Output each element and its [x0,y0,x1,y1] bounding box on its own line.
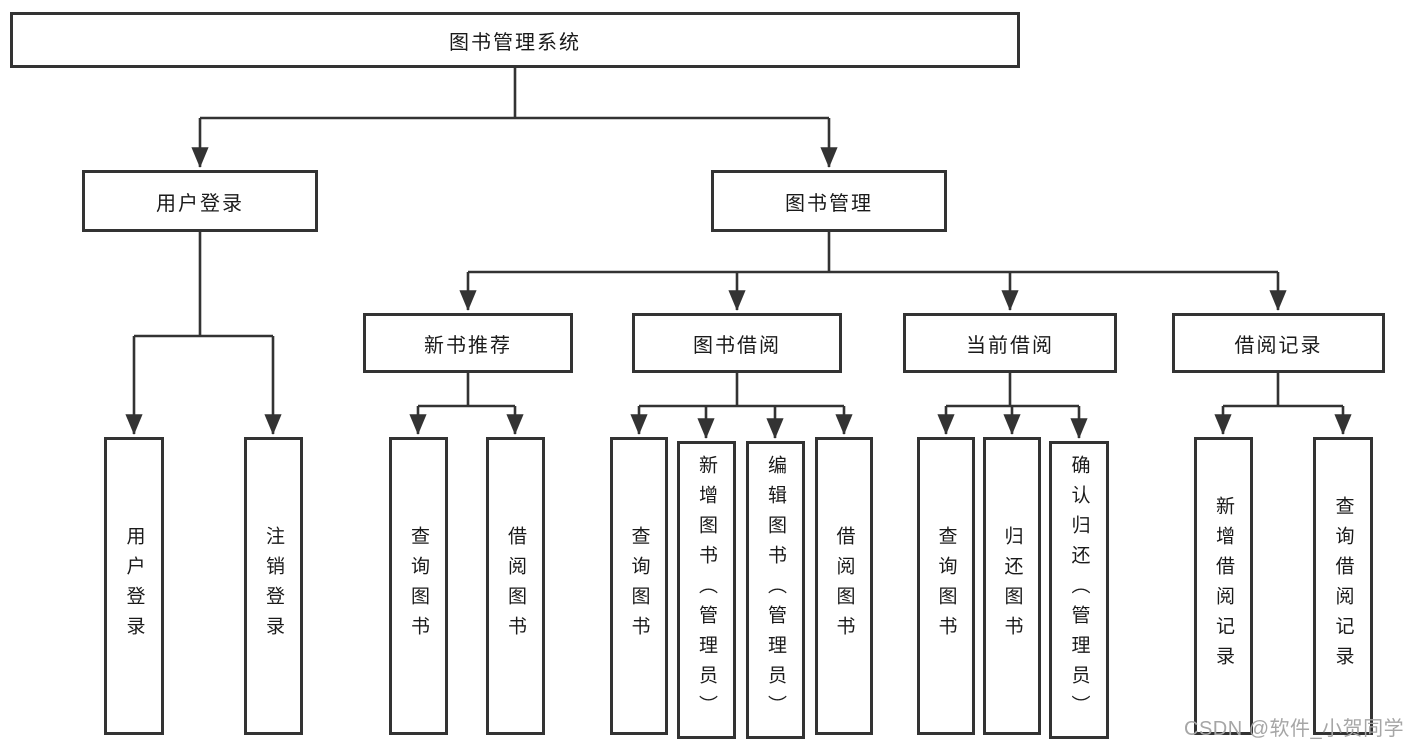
node-fn-rec-borrow-book: 借阅图书 [486,437,545,735]
node-book-management: 图书管理 [711,170,947,232]
node-fn-confirm-return-admin: 确认归还（管理员） [1049,441,1109,739]
node-current-borrow: 当前借阅 [903,313,1117,373]
node-fn-return-book: 归还图书 [983,437,1041,735]
node-fn-borrow-book: 借阅图书 [815,437,873,735]
connector-book-mgmt-branch [459,232,1287,311]
node-fn-edit-book-admin: 编辑图书（管理员） [746,441,805,739]
node-fn-current-query-book: 查询图书 [917,437,975,735]
node-fn-logout: 注销登录 [244,437,303,735]
node-book-borrow: 图书借阅 [632,313,842,373]
node-fn-add-borrow-record: 新增借阅记录 [1194,437,1253,735]
node-borrow-records: 借阅记录 [1172,313,1385,373]
node-fn-query-borrow-record: 查询借阅记录 [1313,437,1373,735]
connector-root-to-level2 [191,68,838,168]
node-new-book-recommend: 新书推荐 [363,313,573,373]
node-fn-rec-query-book: 查询图书 [389,437,448,735]
node-user-login: 用户登录 [82,170,318,232]
csdn-watermark: CSDN @软件_小贺同学 [1184,718,1405,740]
connector-records-branch [1214,373,1352,435]
node-fn-user-login: 用户登录 [104,437,164,735]
node-fn-borrow-query-book: 查询图书 [610,437,668,735]
connector-borrow-branch [630,373,853,439]
connector-user-login-branch [125,232,282,435]
node-fn-add-book-admin: 新增图书（管理员） [677,441,736,739]
connector-new-rec-branch [409,373,524,435]
connector-current-branch [937,373,1088,439]
node-library-system: 图书管理系统 [10,12,1020,68]
